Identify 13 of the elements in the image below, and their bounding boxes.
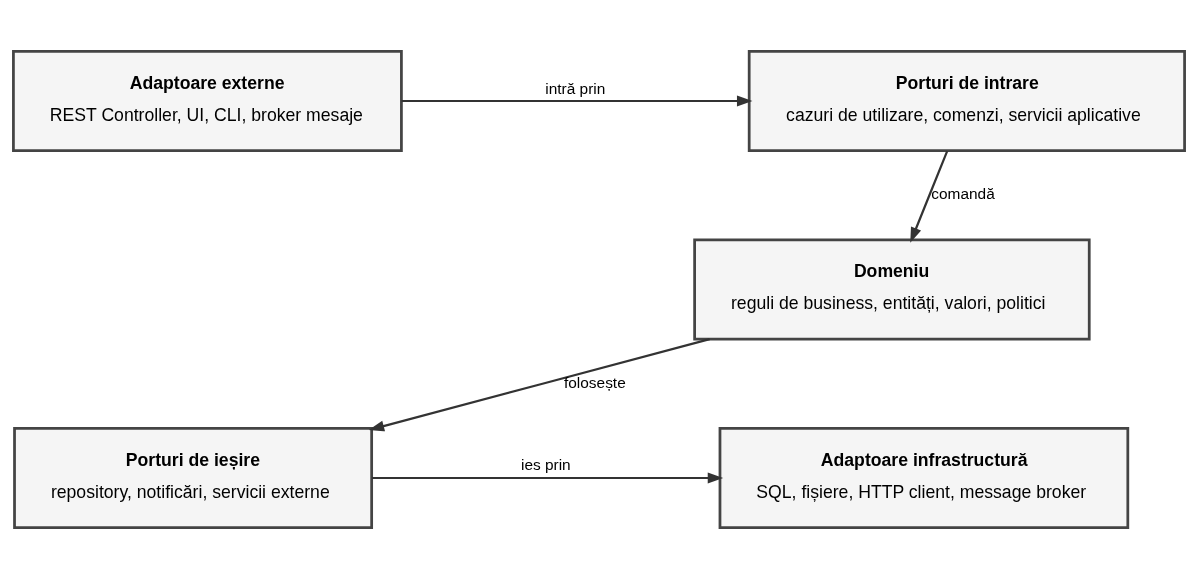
edge-label: intră prin — [545, 79, 606, 97]
edge-label: comandă — [931, 184, 995, 202]
node-box: Porturi de ieșire repository, notificări, servicii externe — [13, 426, 374, 529]
arrow — [368, 337, 710, 431]
edge-label: folosește — [564, 373, 626, 391]
edge-label: ies prin — [520, 455, 571, 473]
arrow — [401, 95, 753, 106]
node-box: Porturi de intrare cazuri de utilizare, comenzi, servicii aplicative — [747, 49, 1186, 152]
arrow — [910, 150, 949, 243]
arrow — [371, 472, 724, 483]
node-box: Domeniu reguli de business, entități, valori, politici — [693, 238, 1091, 340]
node-box: Adaptoare infrastructură SQL, fișiere, HTTP client, message broker — [718, 426, 1130, 529]
node-box: Adaptoare externe REST Controller, UI, CLI, broker mesaje — [12, 49, 403, 152]
